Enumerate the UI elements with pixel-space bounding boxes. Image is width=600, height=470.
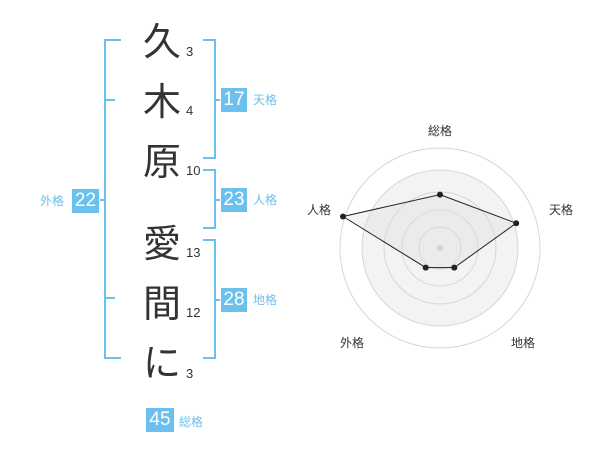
- radar-point-5: [340, 213, 346, 220]
- tenkaku-value: 17: [221, 88, 247, 112]
- radar-ring-1: [418, 226, 462, 270]
- radar-label-chikaku: 地格: [511, 336, 536, 350]
- soukaku-label: 総格: [179, 415, 204, 429]
- radar-label-tenkaku: 天格: [549, 203, 574, 217]
- jinkaku-value: 23: [221, 188, 247, 212]
- radar-center-dot: [437, 245, 443, 251]
- soukaku-value: 45: [146, 408, 174, 432]
- chikaku-label: 地格: [253, 293, 278, 307]
- radar-point-1: [437, 191, 443, 198]
- name-char-2: 木: [142, 80, 181, 124]
- name-char-4: 愛: [142, 222, 181, 266]
- gaikaku-value: 22: [72, 189, 99, 213]
- name-char-6: に: [142, 341, 181, 385]
- stroke-count-3: 10: [186, 163, 201, 178]
- radar-ring-5: [339, 147, 541, 349]
- tenkaku-label: 天格: [253, 93, 278, 107]
- radar-polygon: [341, 194, 518, 269]
- radar-point-2: [513, 220, 520, 227]
- stroke-count-2: 4: [186, 103, 194, 118]
- name-char-5: 間: [142, 282, 181, 326]
- stroke-count-1: 3: [186, 44, 194, 59]
- radar-ring-4: [361, 169, 519, 327]
- stroke-count-5: 12: [186, 305, 201, 320]
- radar-label-gaikaku: 外格: [340, 336, 365, 350]
- radar-point-3: [451, 264, 458, 271]
- radar-point-4: [422, 264, 429, 271]
- jinkaku-label: 人格: [253, 193, 278, 207]
- stroke-count-6: 3: [186, 366, 194, 381]
- radar-ring-2: [401, 209, 479, 287]
- radar-label-jinkaku: 人格: [307, 203, 332, 217]
- gaikaku-label: 外格: [40, 194, 65, 208]
- radar-label-soukaku: 総格: [428, 124, 453, 138]
- name-char-3: 原: [142, 140, 181, 184]
- stroke-count-4: 13: [186, 245, 201, 260]
- chikaku-value: 28: [221, 288, 247, 312]
- name-char-1: 久: [142, 20, 181, 64]
